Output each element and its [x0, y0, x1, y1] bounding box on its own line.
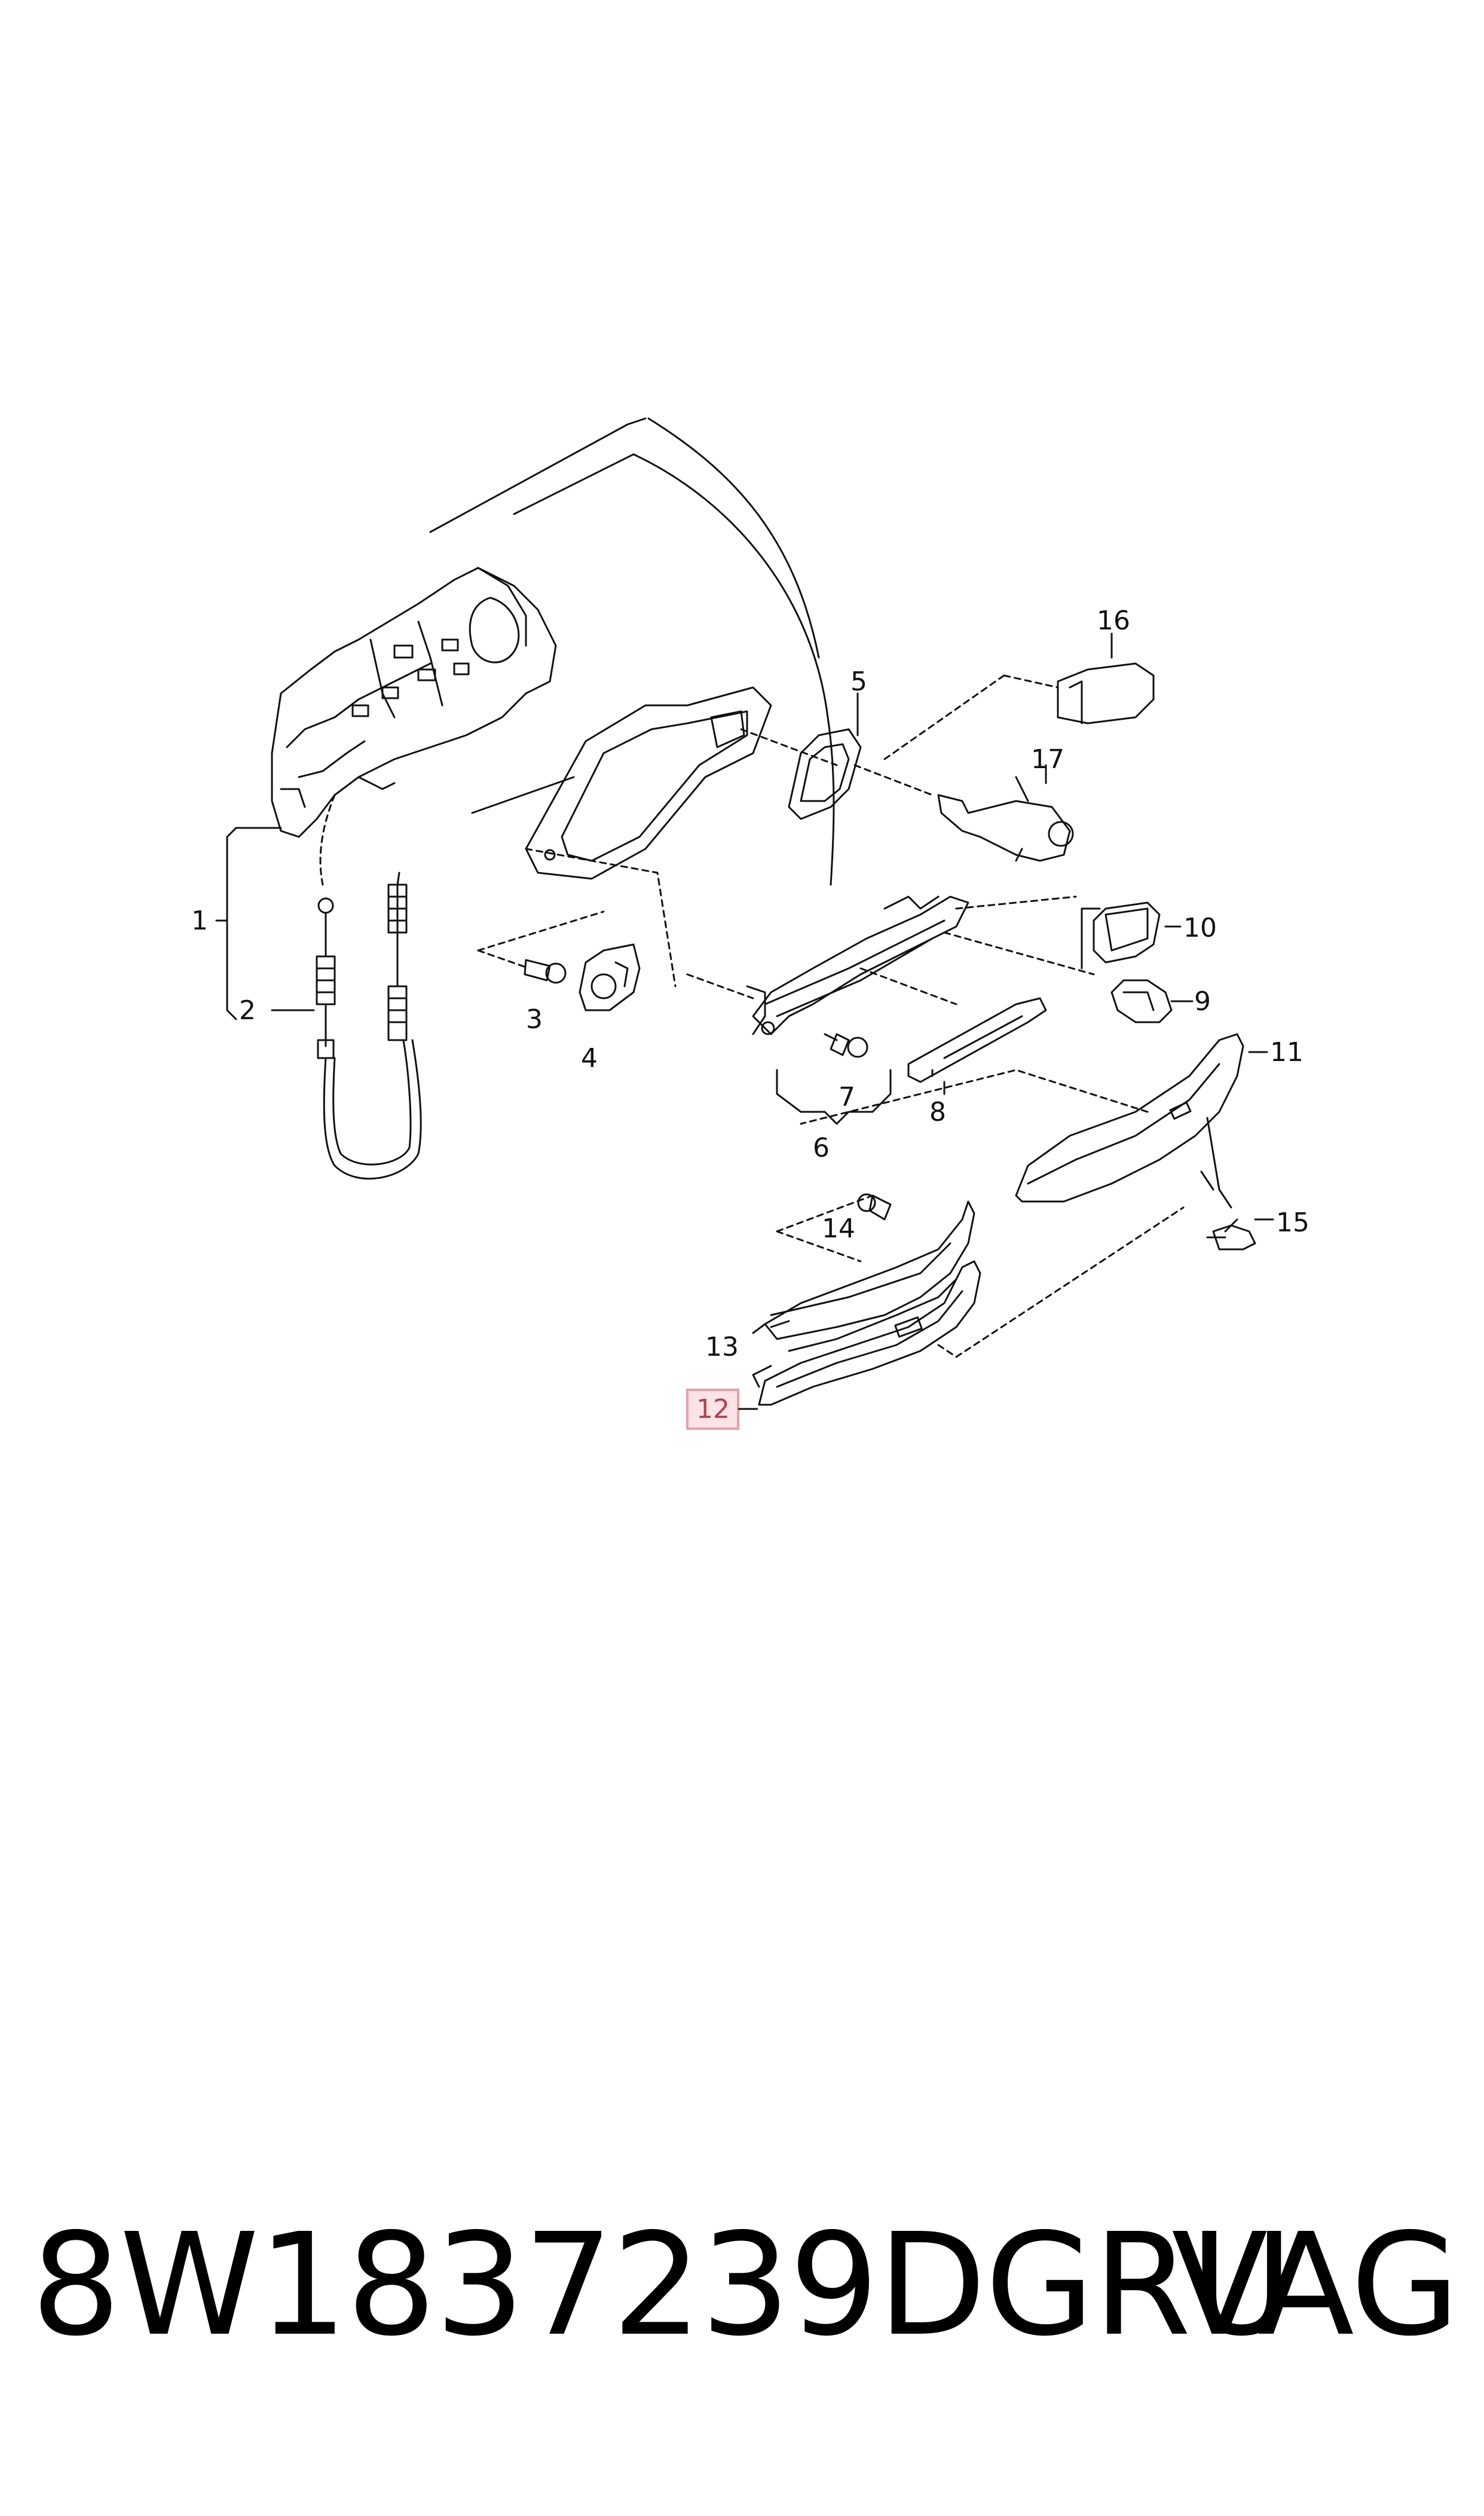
bracket-15 [1206, 1218, 1274, 1251]
callout-2: 2 [239, 995, 256, 1026]
callout-12-highlight: 12 [686, 1389, 758, 1430]
handle-cap-12 [752, 1260, 981, 1406]
callout-8: 8 [929, 1097, 946, 1127]
handle-carrier-6 [686, 895, 1095, 1125]
callout-4: 4 [581, 1043, 598, 1074]
callout-9: 9 [1194, 986, 1211, 1017]
callout-6: 6 [813, 1133, 830, 1163]
callout-14: 14 [822, 1213, 855, 1244]
connector-11-15 [1206, 1117, 1232, 1209]
callout-10: 10 [1183, 913, 1217, 943]
part-number-label: 8W1837239DGRU [31, 2203, 1293, 2367]
lock-cylinder-17 [937, 764, 1074, 862]
brand-label: VAG [1171, 2203, 1460, 2367]
screw-14 [857, 1193, 892, 1221]
handle-opening [525, 686, 838, 988]
door-handle-11 [800, 1033, 1268, 1203]
callout-11: 11 [1270, 1037, 1304, 1068]
door-panel-outline [429, 417, 835, 886]
bracket-10 [1081, 901, 1182, 970]
callout-5: 5 [850, 667, 867, 697]
callout-3: 3 [526, 1004, 543, 1035]
connector-dashed [937, 1206, 1185, 1358]
door-lock-mechanism [271, 567, 557, 838]
callout-7: 7 [839, 1082, 855, 1112]
callout-12: 12 [696, 1394, 730, 1424]
callout-17: 17 [1031, 744, 1064, 775]
handle-cover-13 [752, 1194, 975, 1340]
clip-9 [1110, 979, 1194, 1023]
callout-1-bracket [215, 827, 282, 1020]
handle-seal-4 [579, 943, 641, 1011]
gasket-5 [788, 692, 934, 820]
sensor-strip-8 [907, 997, 1047, 1095]
callout-13: 13 [705, 1332, 739, 1362]
cap-16 [883, 632, 1155, 760]
screw-3 [477, 910, 605, 984]
callout-16: 16 [1097, 606, 1130, 636]
callout-1: 1 [191, 906, 208, 936]
callout-labels: 1 2 3 4 5 6 7 8 9 10 11 13 14 15 16 17 [191, 606, 1309, 1362]
callout-15: 15 [1276, 1207, 1309, 1238]
screw-7 [824, 1033, 868, 1058]
connector-11-15b [1200, 1170, 1214, 1191]
release-cable [271, 794, 422, 1180]
